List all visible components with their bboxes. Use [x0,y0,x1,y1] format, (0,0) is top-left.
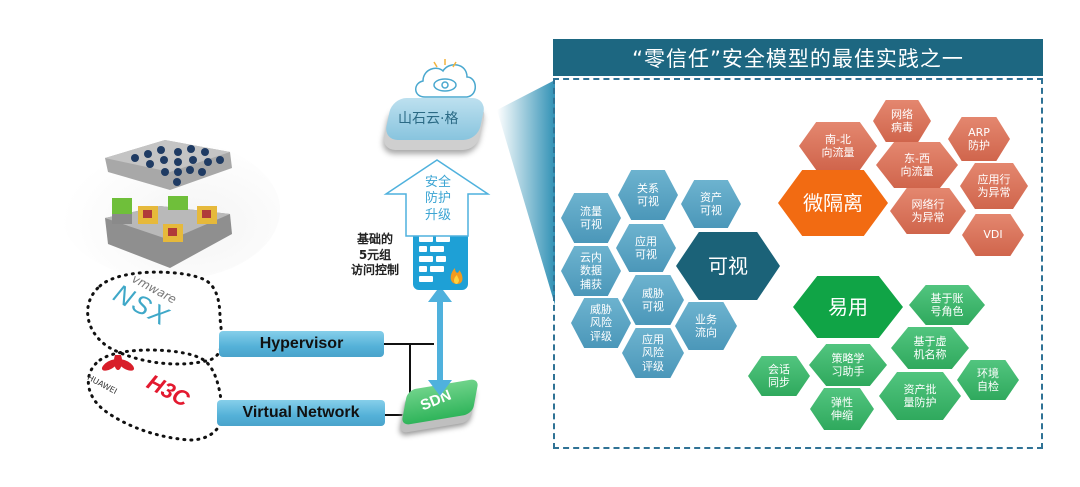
hex-asset-visibility: 资产 可视 [681,180,741,228]
hex-vm-name: 基于虚 机名称 [891,327,969,369]
cloud-platform-label: 山石云·格 [398,111,459,127]
zero-trust-panel [553,78,1043,449]
bidirectional-arrow-icon [428,286,452,396]
hex-traffic-visibility: 流量 可视 [561,193,621,243]
hypervisor-layer: Hypervisor [219,331,384,357]
hex-asset-bulk-protection: 资产批 量防护 [879,372,961,420]
hex-env-selfcheck: 环境 自检 [957,360,1019,400]
hex-app-risk-rating: 应用 风险 评级 [622,328,684,378]
hex-microseg-main: 微隔离 [778,170,888,236]
datacenter-illustration [60,110,280,280]
hex-session-sync: 会话 同步 [748,356,810,396]
upgrade-arrow-icon [383,159,491,237]
hex-threat-visibility: 威胁 可视 [622,275,684,325]
upgrade-arrow-label: 安全 防护 升级 [424,175,451,223]
hex-network-behavior-anomaly: 网络行 为异常 [890,188,966,234]
hex-network-virus: 网络 病毒 [873,100,931,142]
hex-usability-main: 易用 [793,276,903,338]
connector-line [385,414,403,416]
hex-policy-learning: 策略学 习助手 [809,344,887,386]
hex-east-west-traffic: 东-西 向流量 [876,142,958,188]
hex-account-role: 基于账 号角色 [909,285,985,325]
hex-threat-risk-rating: 威胁 风险 评级 [571,298,631,348]
firewall-icon [413,228,468,290]
diagram-title: “零信任”安全模型的最佳实践之一 [553,39,1043,76]
huawei-logo-icon [98,352,138,377]
hex-business-flow: 业务 流向 [675,302,737,350]
zoom-beam [497,80,555,305]
virtual-network-layer: Virtual Network [217,400,385,426]
hex-elastic-scaling: 弹性 伸缩 [810,388,874,430]
hex-app-visibility: 应用 可视 [616,224,676,272]
hex-north-south-traffic: 南-北 向流量 [799,122,877,170]
hex-app-behavior-anomaly: 应用行 为异常 [960,163,1028,209]
hex-visibility-main: 可视 [676,232,780,300]
firewall-caption: 基础的 5元组 访问控制 [350,232,399,278]
hex-cloud-data-capture: 云内 数据 捕获 [561,246,621,296]
cloud-eye-icon [415,59,476,98]
cloud-platform: 山石云·格 [380,90,490,160]
connector-line [409,343,411,395]
hex-relation-visibility: 关系 可视 [618,170,678,220]
datacenter-icon [105,140,232,268]
hex-arp-protection: ARP 防护 [948,117,1010,161]
hex-vdi: VDI [962,214,1024,256]
